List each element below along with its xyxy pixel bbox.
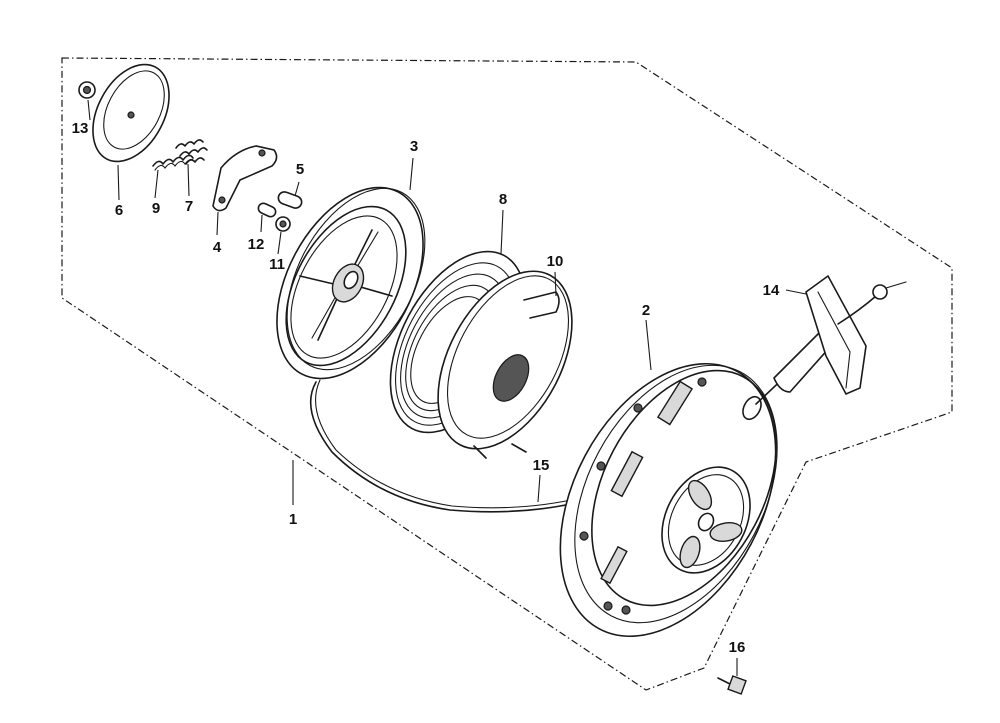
label-part-15: 15 [533,457,550,474]
label-part-7: 7 [185,198,193,215]
label-part-8: 8 [499,191,507,208]
part-6-cover-plate[interactable] [77,52,184,175]
part-16-bolt[interactable] [717,675,747,695]
assembly-boundary [61,57,953,691]
part-15-starter-rope[interactable] [309,381,581,513]
label-part-1: 1 [289,511,297,528]
label-part-6: 6 [115,202,123,219]
label-part-14: 14 [763,282,780,299]
part-9-spring[interactable] [152,154,196,171]
leader-lines [87,99,807,676]
label-part-10: 10 [547,253,564,270]
part-13-nut[interactable] [78,81,96,99]
label-part-13: 13 [72,120,89,137]
label-part-16: 16 [729,639,746,656]
part-14-starter-grip[interactable] [755,274,907,405]
part-7-spring[interactable] [175,139,208,165]
part-3-reel[interactable] [247,163,453,403]
part-10-spring-case[interactable] [410,249,599,471]
part-2-starter-case[interactable] [516,327,819,673]
label-part-4: 4 [213,239,222,256]
label-part-9: 9 [152,200,160,217]
part-12-bolt[interactable] [257,202,278,219]
part-5-pin[interactable] [277,190,304,209]
part-4-ratchet-pawl[interactable] [212,145,278,212]
label-part-11: 11 [269,256,285,273]
label-part-5: 5 [296,161,304,178]
part-11-washer[interactable] [275,216,291,232]
label-part-12: 12 [248,236,265,253]
label-part-3: 3 [410,138,418,155]
label-part-2: 2 [642,302,650,319]
